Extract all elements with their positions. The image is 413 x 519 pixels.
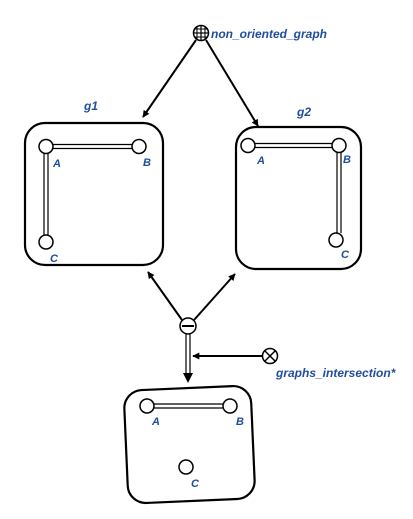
g1-box[interactable] xyxy=(23,121,165,267)
g1-label-a: A xyxy=(52,158,61,170)
result-label-b: B xyxy=(236,416,244,428)
difference-node[interactable] xyxy=(179,317,197,335)
arc-minus-to-g1 xyxy=(147,271,183,321)
g1-node-c[interactable] xyxy=(38,234,54,250)
non-oriented-graph-label: non_oriented_graph xyxy=(211,27,327,41)
result-node-c[interactable] xyxy=(178,459,194,475)
result-node-a[interactable] xyxy=(139,398,155,414)
g2-label-c: C xyxy=(341,249,350,261)
graphs-intersection-node[interactable] xyxy=(261,347,279,365)
non-oriented-graph-node[interactable] xyxy=(192,24,210,42)
g1-node-b[interactable] xyxy=(131,138,147,155)
g1-label-c: C xyxy=(50,253,59,265)
g2-label-a: A xyxy=(256,155,265,167)
result-label-c: C xyxy=(191,478,200,490)
arc-minus-to-result-head xyxy=(183,373,193,383)
g2-label: g2 xyxy=(296,105,311,119)
arc-to-g2 xyxy=(205,39,259,127)
result-graph[interactable] xyxy=(123,384,256,505)
graphs-intersection-label: graphs_intersection* xyxy=(275,366,397,380)
g2-label-b: B xyxy=(343,154,351,166)
g2-box[interactable] xyxy=(234,125,363,271)
g2-node-c[interactable] xyxy=(328,232,344,248)
arc-minus-to-g2 xyxy=(193,273,236,321)
g1-label: g1 xyxy=(83,99,98,113)
result-node-b[interactable] xyxy=(222,398,238,414)
result-box[interactable] xyxy=(123,384,256,505)
g1-node-a[interactable] xyxy=(38,138,54,155)
g1-label-b: B xyxy=(143,157,151,169)
arc-to-g1 xyxy=(142,39,197,118)
g2-node-a[interactable] xyxy=(240,137,256,154)
result-label-a: A xyxy=(151,416,160,428)
g2-node-b[interactable] xyxy=(331,137,347,154)
